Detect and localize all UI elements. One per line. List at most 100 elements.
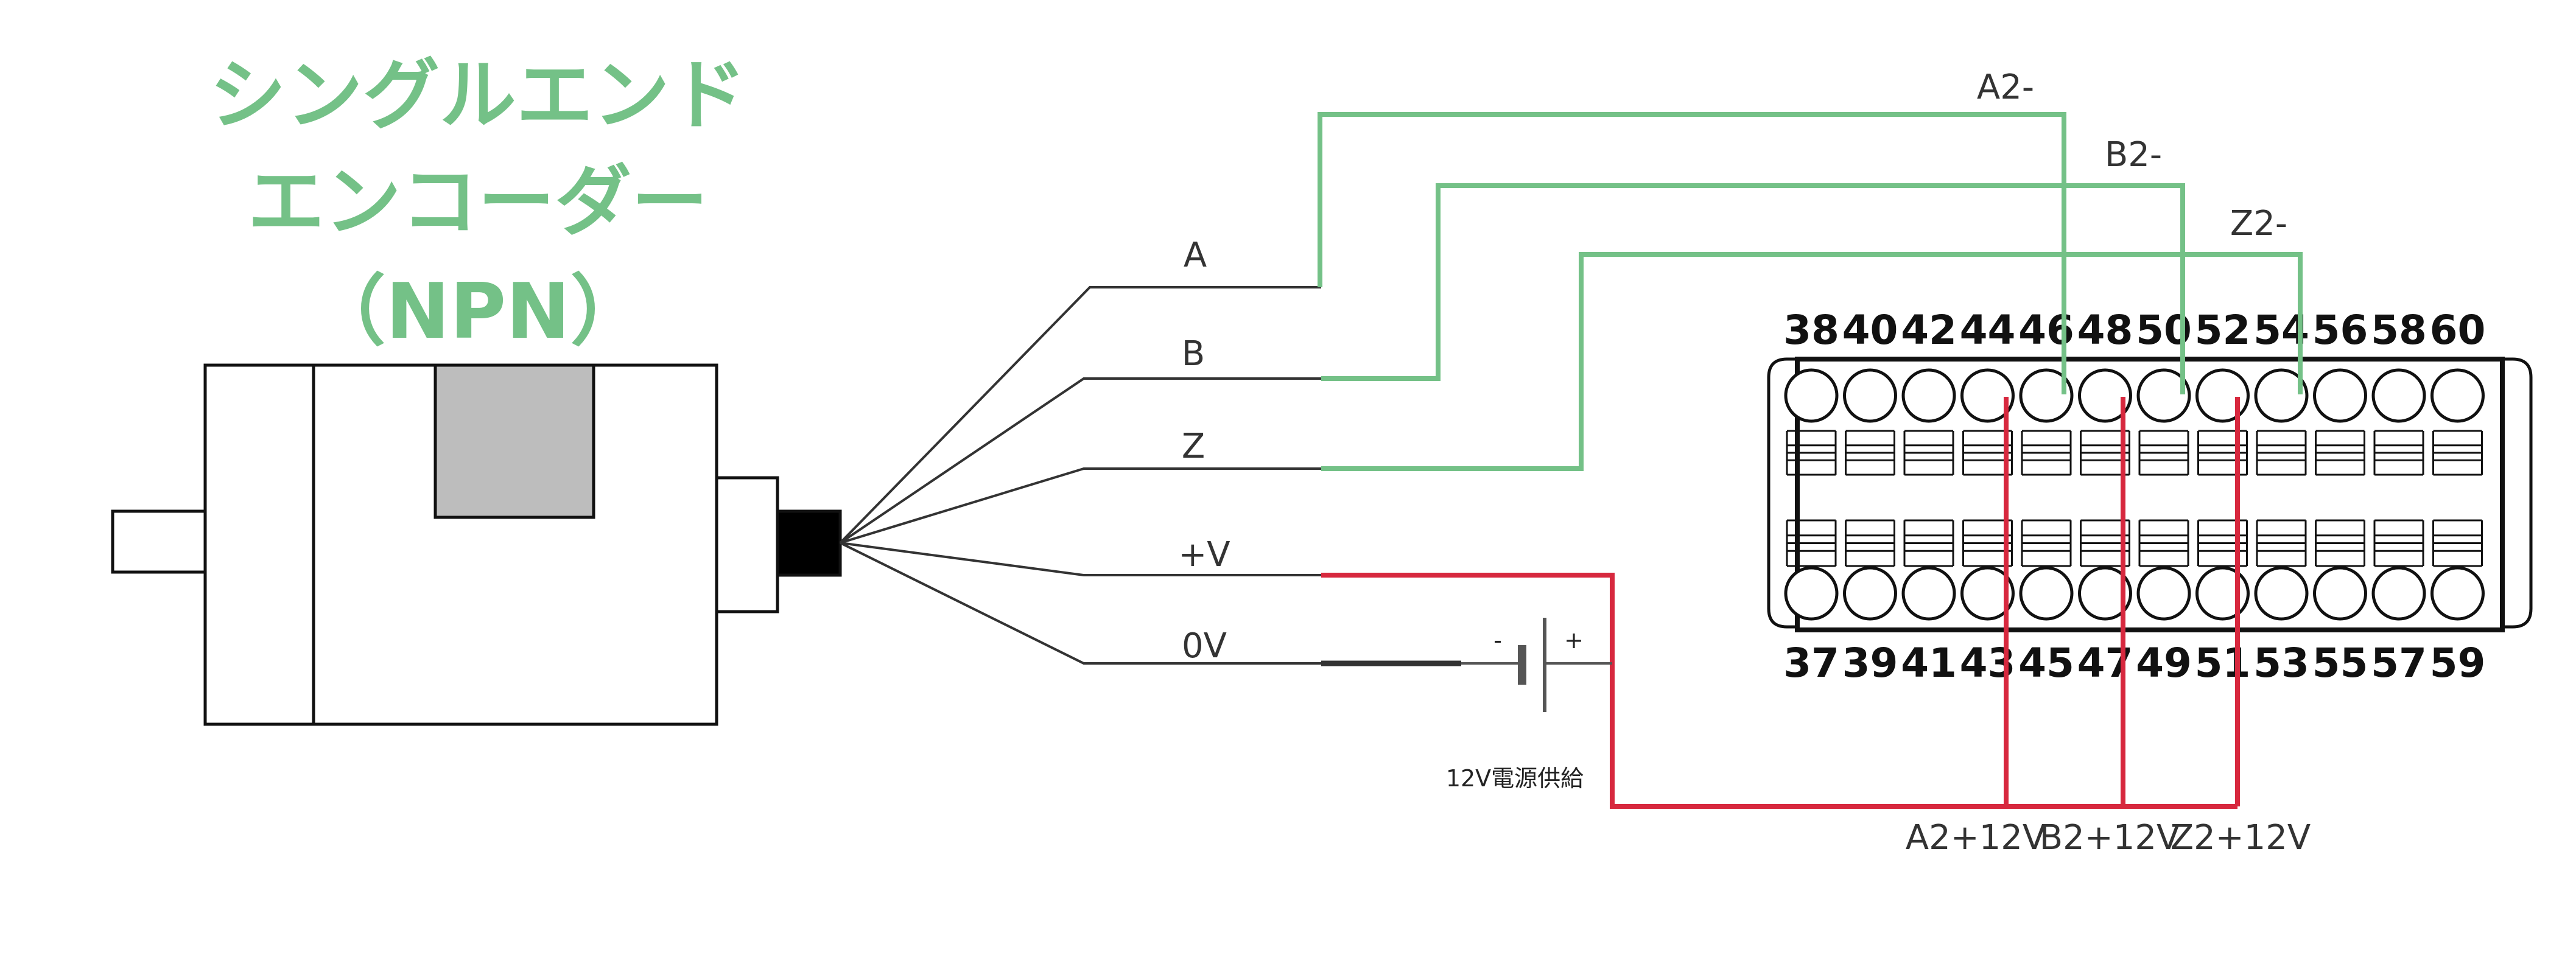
pin-label-49: 49 xyxy=(2136,640,2192,687)
title-line-1: シングルエンド xyxy=(209,51,746,140)
terminal-clamp-bottom-55 xyxy=(2315,519,2365,567)
terminal-clamp-top-42 xyxy=(1903,430,1954,476)
terminal-cells xyxy=(1784,368,2485,621)
terminal-screw-top-54 xyxy=(2254,368,2309,423)
wire-a-black xyxy=(839,286,1321,544)
terminal-screw-top-58 xyxy=(2371,368,2426,423)
power-supply-label: 12V電源供給 xyxy=(1446,765,1584,792)
label-z2-minus: Z2- xyxy=(2230,204,2287,243)
wire-b-black xyxy=(839,377,1321,544)
pin-label-40: 40 xyxy=(1842,307,1898,354)
pin-label-43: 43 xyxy=(1960,640,2016,687)
pin-label-42: 42 xyxy=(1901,307,1957,354)
terminal-screw-bottom-41 xyxy=(1901,566,1956,621)
pin-label-52: 52 xyxy=(2195,307,2251,354)
battery-plus-label: + xyxy=(1564,627,1584,654)
terminal-screw-top-40 xyxy=(1843,368,1897,423)
pin-label-37: 37 xyxy=(1783,640,1839,687)
diagram-title: シングルエンド エンコーダー （NPN） xyxy=(209,51,746,356)
pin-label-44: 44 xyxy=(1960,307,2016,354)
encoder xyxy=(111,363,842,726)
title-line-3: （NPN） xyxy=(309,267,647,356)
wire-z-black xyxy=(840,467,1321,544)
terminal-clamp-top-60 xyxy=(2432,430,2483,476)
wire-0v-black xyxy=(840,542,1321,665)
terminal-screw-bottom-53 xyxy=(2254,566,2309,621)
terminal-block-end-left xyxy=(1767,357,1797,629)
terminal-clamp-bottom-57 xyxy=(2373,519,2424,567)
wire-z-green xyxy=(1321,252,2303,471)
encoder-connector-housing xyxy=(715,476,779,613)
pin-label-53: 53 xyxy=(2253,640,2309,687)
terminal-clamp-top-56 xyxy=(2315,430,2365,476)
terminal-block-end-right xyxy=(2502,357,2533,629)
pin-label-51: 51 xyxy=(2195,640,2251,687)
pin-label-57: 57 xyxy=(2371,640,2427,687)
pin-label-60: 60 xyxy=(2430,307,2486,354)
encoder-cable-gland xyxy=(776,509,842,577)
terminal-clamp-bottom-37 xyxy=(1786,519,1837,567)
terminal-screw-top-44 xyxy=(1960,368,2015,423)
cable-fanout xyxy=(839,286,1321,665)
pin-label-59: 59 xyxy=(2430,640,2486,687)
signal-wires xyxy=(1318,112,2303,471)
terminal-screw-bottom-55 xyxy=(2313,566,2367,621)
encoder-shaft xyxy=(111,509,209,574)
terminal-screw-top-48 xyxy=(2078,368,2132,423)
terminal-screw-bottom-57 xyxy=(2371,566,2426,621)
terminal-screw-bottom-45 xyxy=(2019,566,2074,621)
terminal-screw-top-46 xyxy=(2019,368,2074,423)
terminal-clamp-top-54 xyxy=(2256,430,2307,476)
terminal-screw-top-52 xyxy=(2195,368,2250,423)
label-z2-plus-12v: Z2+12V xyxy=(2171,818,2311,858)
label-b2-plus-12v: B2+12V xyxy=(2040,818,2180,858)
wire-label-0v: 0V xyxy=(1182,626,1227,666)
terminal-clamp-bottom-39 xyxy=(1845,519,1895,567)
wire-label-plus-v: +V xyxy=(1178,535,1230,575)
terminal-screw-top-50 xyxy=(2136,368,2191,423)
pin-label-56: 56 xyxy=(2312,307,2368,354)
label-a2-plus-12v: A2+12V xyxy=(1906,818,2046,858)
pin-label-55: 55 xyxy=(2312,640,2368,687)
pin-label-39: 39 xyxy=(1842,640,1898,687)
wire-label-a: A xyxy=(1184,236,1207,275)
terminal-screw-top-38 xyxy=(1784,368,1839,423)
label-a2-minus: A2- xyxy=(1977,68,2034,107)
terminal-clamp-top-38 xyxy=(1786,430,1837,476)
label-b2-minus: B2- xyxy=(2105,135,2162,175)
wire-label-b: B xyxy=(1182,334,1205,374)
terminal-clamp-bottom-49 xyxy=(2138,519,2189,567)
terminal-clamp-bottom-41 xyxy=(1903,519,1954,567)
terminal-screw-bottom-37 xyxy=(1784,566,1839,621)
terminal-clamp-top-46 xyxy=(2021,430,2072,476)
terminal-screw-bottom-39 xyxy=(1843,566,1897,621)
terminal-screw-bottom-49 xyxy=(2136,566,2191,621)
wire-plusv-red xyxy=(1321,573,2237,809)
terminal-clamp-bottom-59 xyxy=(2432,519,2483,567)
pin-label-38: 38 xyxy=(1783,307,1839,354)
terminal-clamp-bottom-45 xyxy=(2021,519,2072,567)
power-supply-battery: - + 12V電源供給 xyxy=(1321,618,1612,792)
encoder-window xyxy=(433,363,595,519)
wire-plusv-black xyxy=(840,542,1321,576)
pin-label-48: 48 xyxy=(2077,307,2133,354)
battery-minus-label: - xyxy=(1493,627,1502,654)
pin-label-58: 58 xyxy=(2371,307,2427,354)
terminal-screw-bottom-51 xyxy=(2195,566,2250,621)
pin-label-41: 41 xyxy=(1901,640,1957,687)
terminal-clamp-top-50 xyxy=(2138,430,2189,476)
terminal-screw-top-60 xyxy=(2430,368,2485,423)
terminal-screw-top-42 xyxy=(1901,368,1956,423)
title-line-2: エンコーダー xyxy=(248,157,708,246)
terminal-screw-bottom-59 xyxy=(2430,566,2485,621)
terminal-clamp-top-40 xyxy=(1845,430,1895,476)
wire-label-z: Z xyxy=(1182,427,1205,466)
terminal-clamp-bottom-53 xyxy=(2256,519,2307,567)
terminal-screw-bottom-47 xyxy=(2078,566,2132,621)
pin-label-45: 45 xyxy=(2018,640,2074,687)
power-wires xyxy=(1321,397,2240,809)
